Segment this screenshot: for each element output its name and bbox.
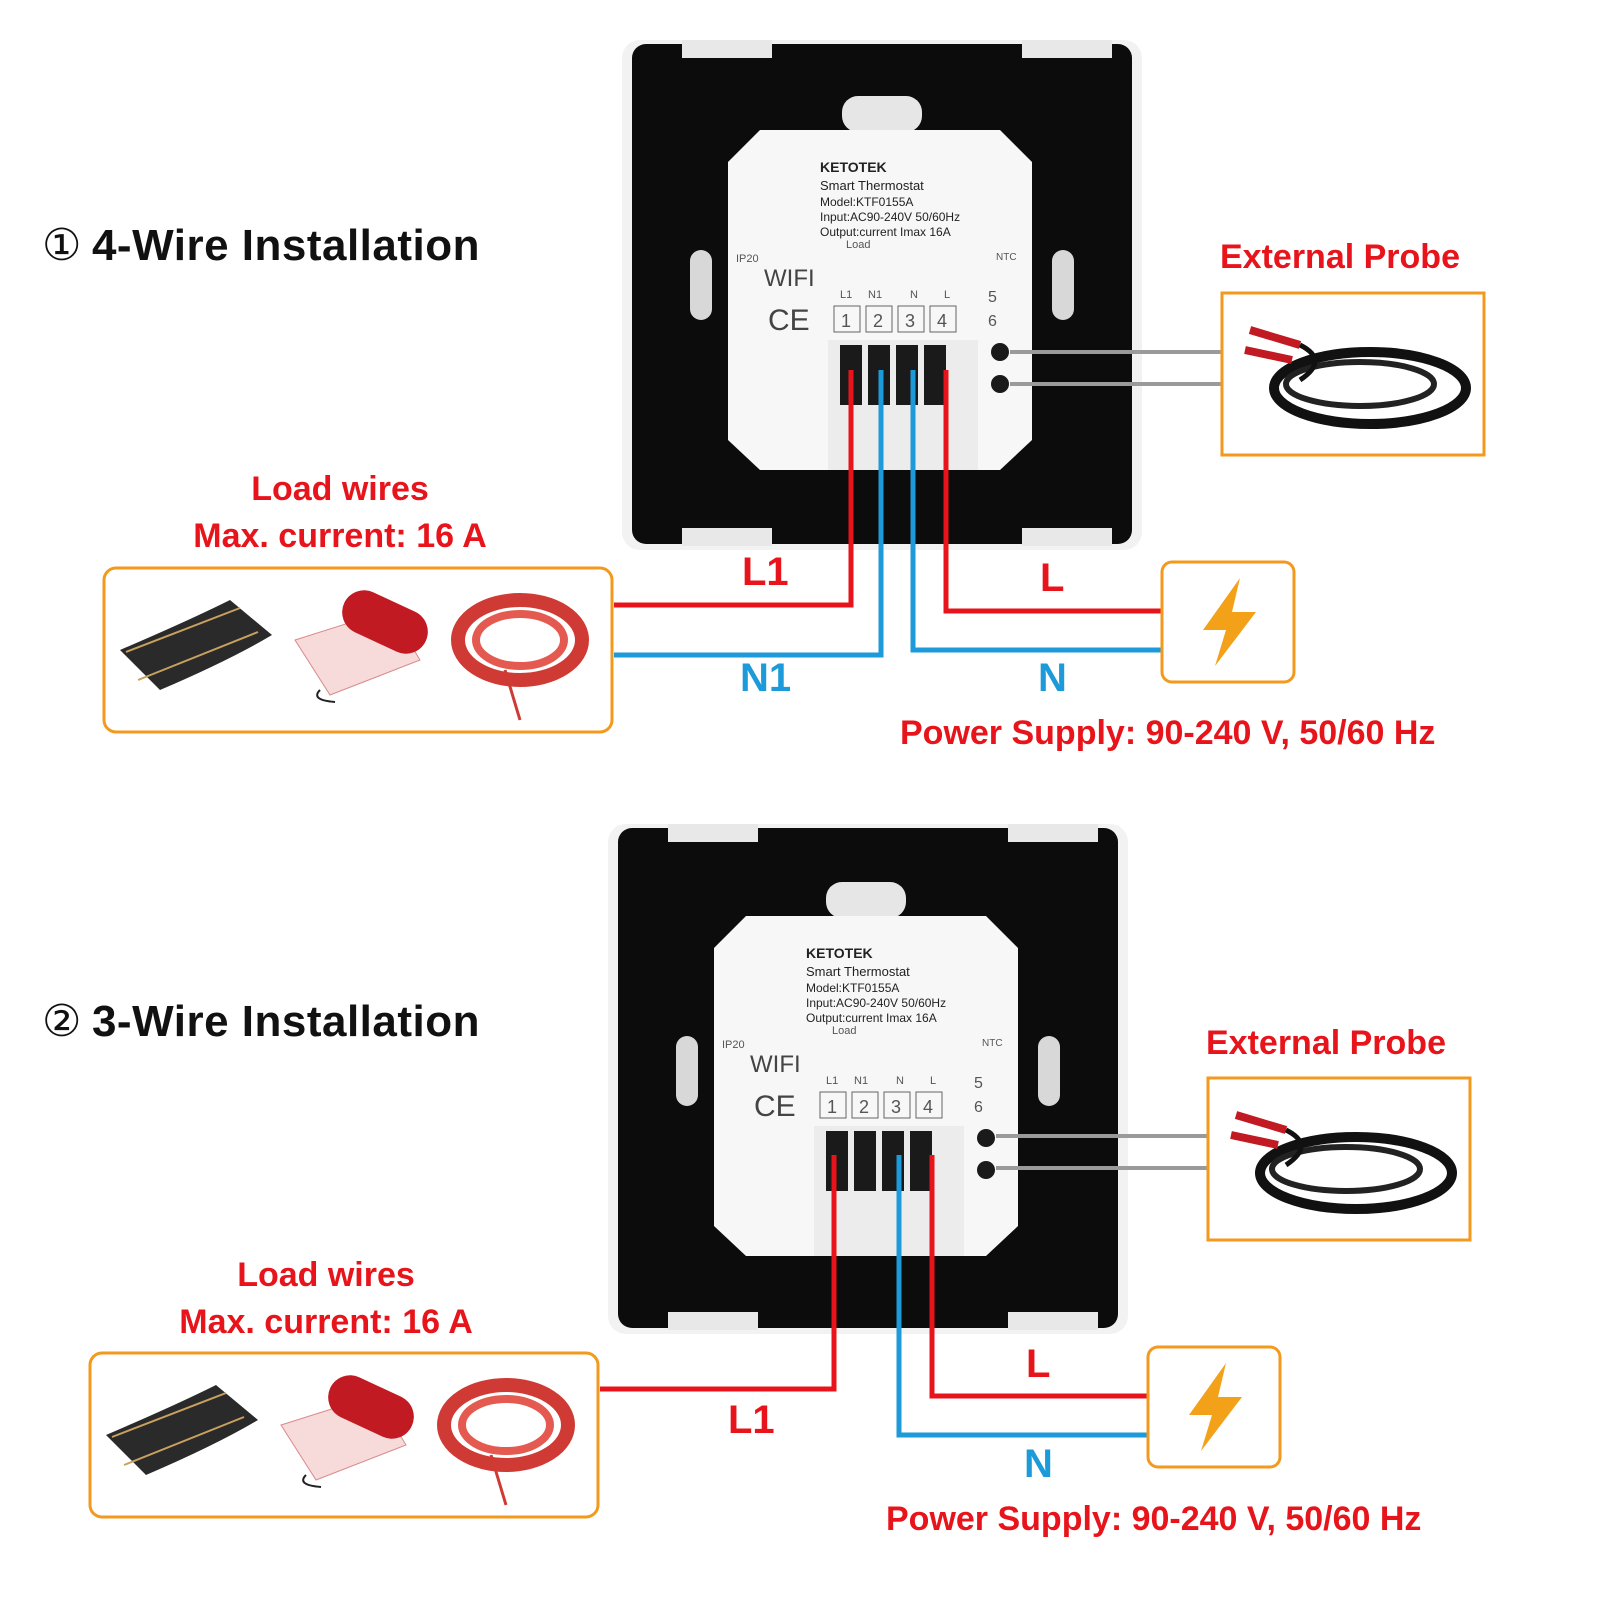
wifi-text: WIFI [750, 1051, 801, 1078]
power-supply-label: Power Supply: 90-240 V, 50/60 Hz [886, 1500, 1422, 1538]
wire-l1-label: L1 [742, 550, 789, 594]
section-title-text: 4-Wire Installation [91, 221, 481, 270]
load-text: Load [832, 1025, 856, 1037]
ip-text: IP20 [736, 253, 759, 265]
wiring-diagram: KETOTEK Smart Thermostat Model:KTF0155A … [88, 824, 1472, 1519]
heating-film-icon [120, 600, 272, 690]
external-probe-box [1206, 1076, 1472, 1242]
heating-mat-icon [280, 1375, 414, 1488]
terminal-number: 3 [905, 311, 915, 331]
heating-mat-icon [294, 590, 428, 703]
terminal-number: 3 [891, 1097, 901, 1117]
wiring-diagram: KETOTEK Smart Thermostat Model:KTF0155A … [102, 40, 1486, 734]
probe-terminal-number: 5 [988, 289, 997, 306]
ip-text: IP20 [722, 1039, 745, 1051]
wires [600, 1155, 1148, 1438]
ce-mark: CE [768, 304, 810, 337]
external-probe-label: External Probe [1220, 238, 1460, 276]
terminal-label: N1 [854, 1075, 868, 1087]
wire-l1 [600, 1155, 837, 1392]
wifi-text: WIFI [764, 265, 815, 292]
probe-wires [996, 1134, 1208, 1170]
power-supply-box [1146, 1345, 1282, 1469]
brand-text: KETOTEK [806, 945, 873, 961]
external-probe-box [1220, 291, 1486, 457]
wire-l-label: L [1026, 1342, 1051, 1386]
section-number: ② [42, 997, 82, 1046]
terminal-number: 4 [937, 311, 947, 331]
model-text: Model:KTF0155A [820, 195, 913, 209]
terminal-label: L1 [840, 289, 852, 301]
terminal-label: L [944, 289, 950, 301]
thermostat-device: KETOTEK Smart Thermostat Model:KTF0155A … [608, 824, 1128, 1334]
load-wires-title: Load wires [251, 470, 429, 508]
terminal-number: 1 [827, 1097, 837, 1117]
lightning-bolt-icon [1203, 578, 1256, 666]
lightning-bolt-icon [1189, 1363, 1242, 1451]
external-probe-label: External Probe [1206, 1024, 1446, 1062]
max-current-text: Max. current: 16 A [179, 1303, 473, 1341]
terminal-label: N [896, 1075, 904, 1087]
terminal-block: L1 N1 N L 1 2 3 4 5 6 [833, 289, 997, 333]
wires [614, 370, 1162, 658]
load-wires-title: Load wires [237, 1256, 415, 1294]
terminal-label: L1 [826, 1075, 838, 1087]
power-supply-box [1160, 560, 1296, 684]
wire-n [896, 1155, 1148, 1438]
probe-terminal-number: 6 [974, 1099, 983, 1116]
load-wires-label: Load wires Max. current: 16 A [150, 466, 530, 560]
model-text: Model:KTF0155A [806, 981, 899, 995]
terminal-block: L1 N1 N L 1 2 3 4 5 6 [819, 1075, 983, 1119]
wire-l1-label: L1 [728, 1398, 775, 1442]
product-text: Smart Thermostat [806, 964, 910, 979]
section-number: ① [42, 221, 82, 270]
terminal-number: 2 [873, 311, 883, 331]
heating-cable-icon [451, 593, 589, 721]
probe-wires [1010, 350, 1222, 386]
probe-terminal-number: 6 [988, 313, 997, 330]
wire-n-label: N [1038, 656, 1067, 700]
max-current-text: Max. current: 16 A [193, 517, 487, 555]
heating-film-icon [106, 1385, 258, 1475]
output-text: Output:current Imax 16A [820, 225, 951, 239]
wire-l-label: L [1040, 556, 1065, 600]
section-title-text: 3-Wire Installation [91, 997, 481, 1046]
product-text: Smart Thermostat [820, 178, 924, 193]
ntc-text: NTC [982, 1038, 1003, 1049]
terminal-label: L [930, 1075, 936, 1087]
wire-n1-label: N1 [740, 656, 792, 700]
wire-n [910, 370, 1162, 653]
load-box [102, 566, 614, 734]
wire-n1 [614, 370, 884, 658]
heating-cable-icon [437, 1378, 575, 1506]
ce-mark: CE [754, 1090, 796, 1123]
wire-l [943, 370, 1162, 614]
terminal-number: 2 [859, 1097, 869, 1117]
ntc-text: NTC [996, 252, 1017, 263]
brand-text: KETOTEK [820, 159, 887, 175]
wire-l1 [614, 370, 854, 608]
thermostat-device: KETOTEK Smart Thermostat Model:KTF0155A … [622, 40, 1142, 550]
probe-cable-icon [1230, 1111, 1457, 1214]
terminal-label: N [910, 289, 918, 301]
wire-l [929, 1155, 1148, 1399]
output-text: Output:current Imax 16A [806, 1011, 937, 1025]
input-text: Input:AC90-240V 50/60Hz [820, 210, 960, 224]
terminal-number: 1 [841, 311, 851, 331]
load-text: Load [846, 239, 870, 251]
power-supply-label: Power Supply: 90-240 V, 50/60 Hz [900, 714, 1436, 752]
probe-cable-icon [1244, 326, 1471, 429]
load-box [88, 1351, 600, 1519]
wire-n-label: N [1024, 1442, 1053, 1486]
probe-terminal-number: 5 [974, 1075, 983, 1092]
load-wires-label: Load wires Max. current: 16 A [136, 1252, 516, 1346]
terminal-number: 4 [923, 1097, 933, 1117]
input-text: Input:AC90-240V 50/60Hz [806, 996, 946, 1010]
terminal-label: N1 [868, 289, 882, 301]
